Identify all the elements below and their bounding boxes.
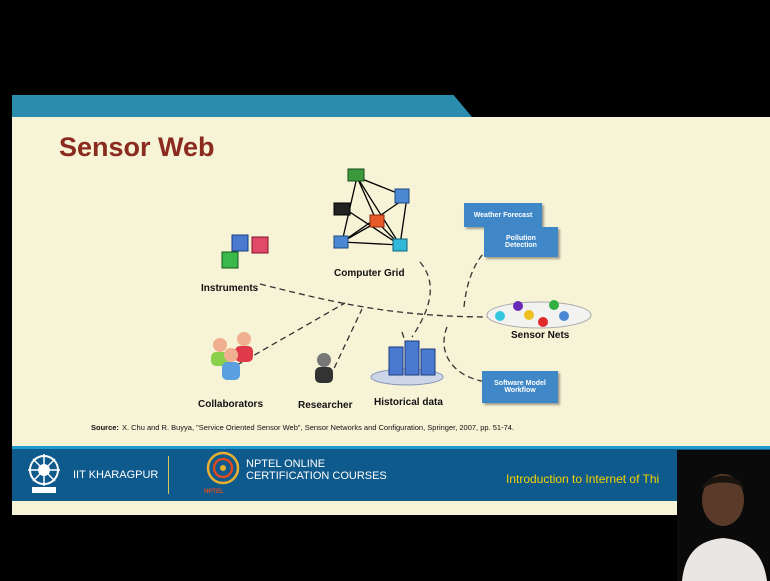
researcher-label: Researcher	[298, 400, 353, 411]
iit-kharagpur-label: IIT KHARAGPUR	[73, 469, 159, 481]
nptel-line-2: CERTIFICATION COURSES	[246, 470, 387, 482]
sensor-nets-label: Sensor Nets	[511, 330, 570, 341]
presenter-icon	[677, 450, 770, 581]
nptel-title: NPTEL ONLINE CERTIFICATION COURSES	[246, 458, 387, 482]
source-citation: Source:X. Chu and R. Buyya, "Service Ori…	[91, 423, 514, 432]
source-text: X. Chu and R. Buyya, "Service Oriented S…	[121, 423, 515, 432]
footer-accent-line	[12, 446, 770, 449]
pollution-detection-box: Pollution Detection	[484, 227, 558, 257]
presenter-video	[677, 450, 770, 581]
collaborators-label: Collaborators	[198, 399, 264, 410]
iit-logo-icon	[28, 454, 60, 493]
researcher-link	[329, 308, 363, 378]
footer-divider	[168, 456, 169, 494]
connection-lines	[236, 244, 493, 383]
researcher-icon	[315, 353, 333, 383]
footer-bar	[12, 447, 770, 501]
historical-data-label: Historical data	[374, 397, 443, 408]
instruments-label: Instruments	[201, 283, 259, 294]
nptel-line-1: NPTEL ONLINE	[246, 458, 326, 470]
software-link	[443, 326, 488, 383]
collaborators-icon	[211, 332, 253, 380]
weather-forecast-box: Weather Forecast	[464, 203, 542, 227]
collaborators-link	[236, 302, 346, 366]
nptel-small-label: NPTEL	[204, 489, 224, 495]
historical-data-icon	[370, 340, 444, 386]
instruments-to-sensornets-link	[259, 283, 493, 318]
software-model-box: Software Model Workflow	[482, 371, 558, 403]
source-label: Source:	[91, 423, 119, 432]
sensor-nets-icon	[486, 300, 592, 329]
top-band-teal	[12, 95, 472, 117]
instruments-icon	[221, 234, 269, 269]
computer-grid-icon	[333, 168, 410, 252]
slide-body	[12, 95, 770, 515]
computer-grid-label: Computer Grid	[334, 268, 405, 279]
nptel-logo-icon	[206, 451, 240, 485]
slide-title: Sensor Web	[59, 132, 215, 162]
grid-to-history-link	[411, 261, 431, 338]
course-title: Introduction to Internet of Thi	[506, 472, 660, 486]
